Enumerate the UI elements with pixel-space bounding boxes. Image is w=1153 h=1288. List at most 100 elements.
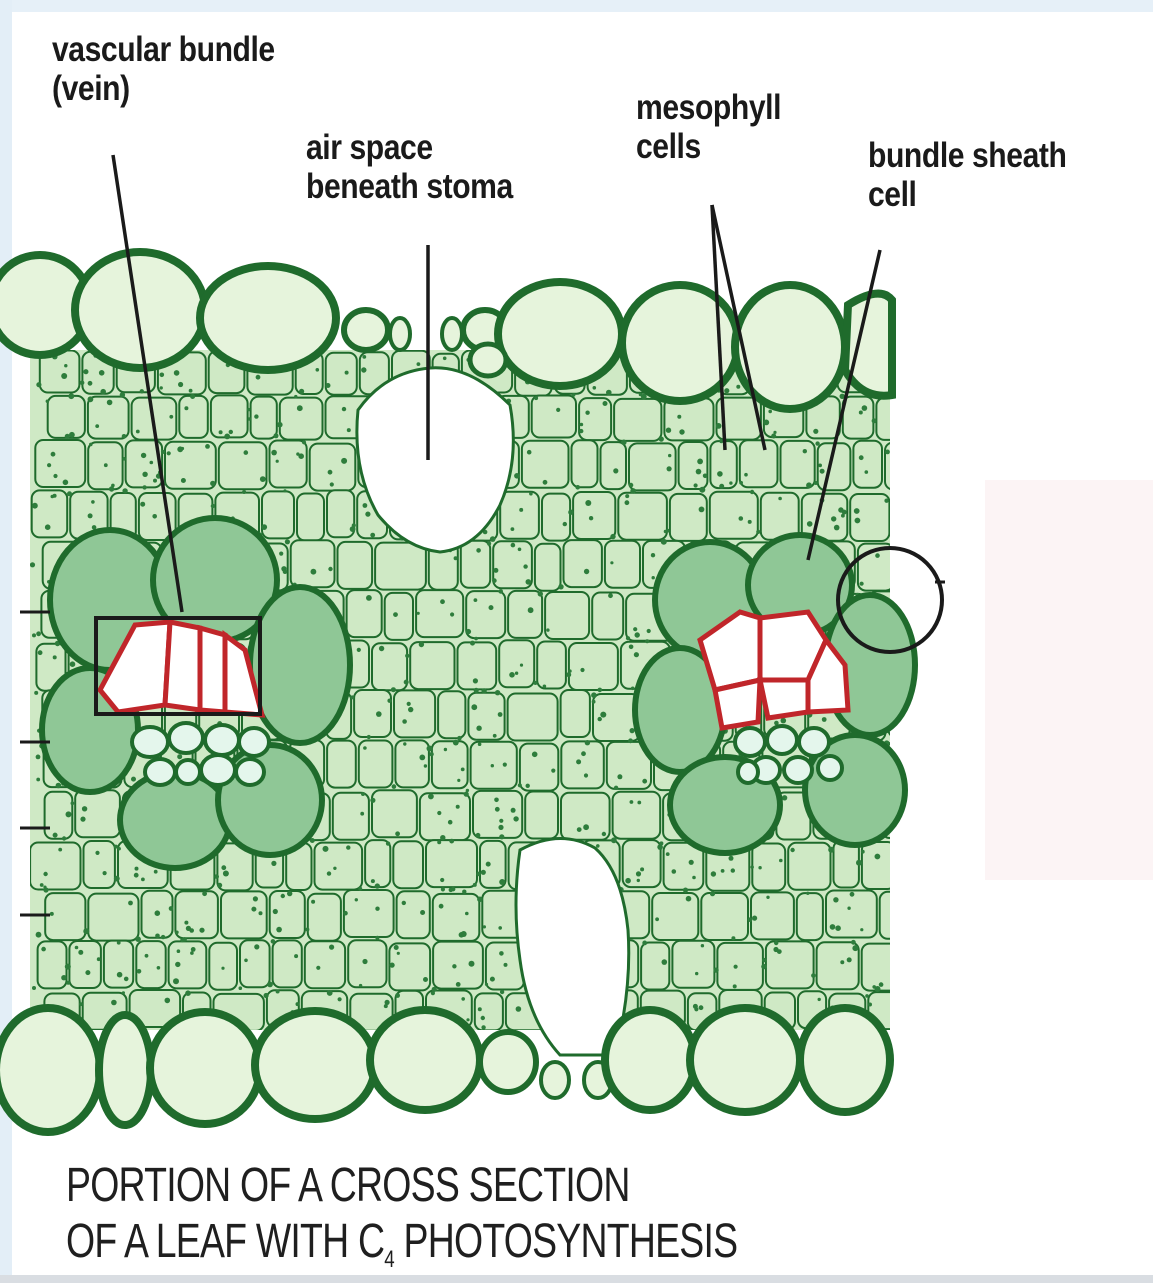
chloroplast [120,392,125,397]
chloroplast [296,1002,300,1006]
mesophyll-cell [394,690,435,737]
chloroplast [254,944,259,949]
chloroplast [491,764,494,767]
chloroplast [95,424,99,428]
chloroplast [474,598,478,602]
chloroplast [181,447,184,450]
chloroplast [481,1016,485,1020]
chloroplast [326,383,331,388]
chloroplast [327,871,331,875]
chloroplast [390,963,395,968]
chloroplast [851,940,856,945]
chloroplast [474,637,478,641]
mesophyll-cell [333,793,369,840]
mesophyll-cell [326,353,357,395]
chloroplast [739,481,743,485]
chloroplast [807,521,813,527]
chloroplast [160,386,163,389]
mesophyll-cell [508,694,558,741]
chloroplast [375,907,379,911]
chloroplast [629,645,634,650]
chloroplast [710,891,715,896]
chloroplast [260,476,266,482]
chloroplast [66,811,72,817]
chloroplast [868,1003,872,1007]
chloroplast [790,848,794,852]
chloroplast [855,518,861,524]
chloroplast [666,852,670,856]
chloroplast [470,641,475,646]
mesophyll-cell [104,941,133,988]
chloroplast [721,869,725,873]
chloroplast [137,969,142,974]
chloroplast [261,524,267,530]
mesophyll-cell [416,590,463,637]
chloroplast [677,415,681,419]
mesophyll-cell [426,840,477,887]
chloroplast [637,801,641,805]
chloroplast [80,817,85,822]
chloroplast [852,945,858,951]
chloroplast [251,907,256,912]
chloroplast [36,932,42,938]
chloroplast [476,872,481,877]
mesophyll-cell [395,740,429,787]
chloroplast [450,612,454,616]
chloroplast [174,370,180,376]
mesophyll-cell [305,941,345,988]
caption-line2-start: OF A LEAF WITH C [66,1215,384,1268]
chloroplast [407,702,411,706]
chloroplast [330,482,334,486]
label-mesophyll-line1: mesophyll [636,88,781,127]
chloroplast [640,867,644,871]
label-air-space: air space beneath stoma [306,128,513,206]
chloroplast [778,497,782,501]
chloroplast [591,692,597,698]
chloroplast [875,553,880,558]
chloroplast [667,466,672,471]
chloroplast [429,752,433,756]
chloroplast [751,865,754,868]
mesophyll-cell [466,591,505,638]
chloroplast [154,870,158,874]
chloroplast [169,906,174,911]
chloroplast [155,934,160,939]
mesophyll-cell [410,642,454,689]
chloroplast [375,883,380,888]
chloroplast [580,668,584,672]
mesophyll-cell [270,441,307,488]
chloroplast [452,964,456,968]
chloroplast [397,952,400,955]
chloroplast [818,998,821,1001]
chloroplast [655,917,659,921]
chloroplast [259,911,263,915]
chloroplast [362,355,366,359]
chloroplast [79,1002,83,1006]
chloroplast [363,746,367,750]
chloroplast [634,652,639,657]
chloroplast [302,440,306,444]
chloroplast [579,429,583,433]
mesophyll-cell [826,891,877,938]
chloroplast [160,373,165,378]
chloroplast [610,561,613,564]
chloroplast [122,457,126,461]
chloroplast [66,981,70,985]
chloroplast [350,526,356,532]
chloroplast [242,490,246,494]
chloroplast [473,883,477,887]
chloroplast [608,593,613,598]
chloroplast [461,768,465,772]
chloroplast [157,966,161,970]
label-bundle-sheath-line2: cell [868,175,1066,214]
chloroplast [254,414,258,418]
mesophyll-cell [797,893,823,940]
chloroplast [104,463,108,467]
chloroplast [884,499,888,503]
chloroplast [534,396,538,400]
chloroplast [489,605,494,610]
chloroplast [175,962,180,967]
mesophyll-cell [433,942,483,989]
mesophyll-cell [618,493,667,540]
chloroplast [625,500,630,505]
